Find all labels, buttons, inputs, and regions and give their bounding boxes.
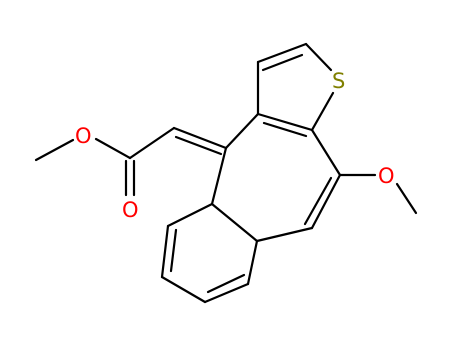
bond-methyl-o <box>34 138 75 162</box>
thiophene-ring <box>256 42 335 132</box>
methyl-ester-group <box>34 126 176 197</box>
bond-carbonyl-c-ch <box>128 126 176 160</box>
sulfur-atom-label: S <box>332 69 345 93</box>
exocyclic-double-bond <box>172 126 228 156</box>
ester-ether-oxygen-label: O <box>75 124 92 148</box>
benzene-ring <box>160 202 259 304</box>
seven-membered-ring <box>210 112 342 243</box>
methoxy-group <box>338 173 418 215</box>
bond-o-carbonyl-carbon <box>94 137 132 160</box>
carbonyl-oxygen-label: O <box>122 198 139 222</box>
methoxy-oxygen-label: O <box>378 164 395 188</box>
